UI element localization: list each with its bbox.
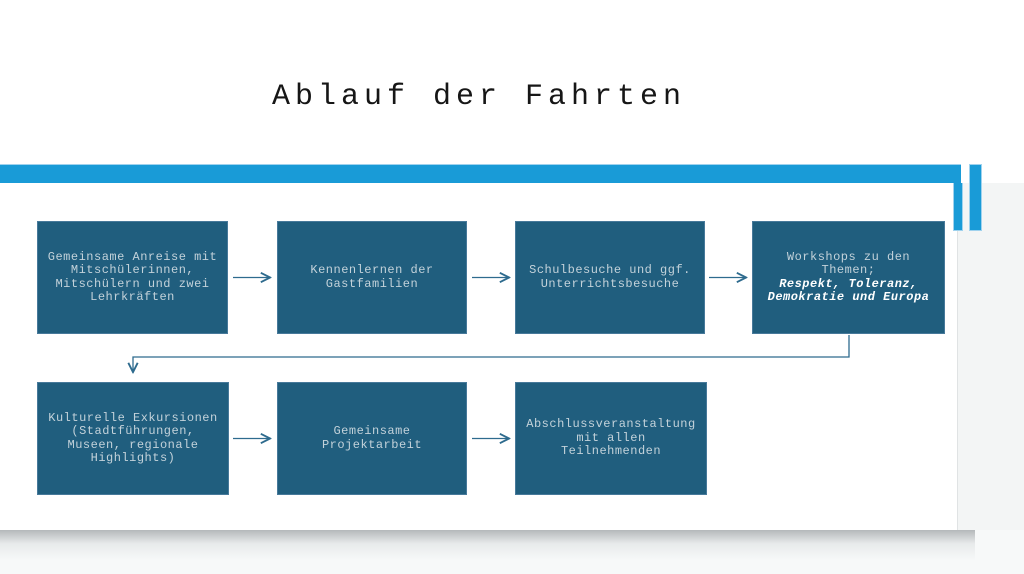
flow-box-anreise: Gemeinsame Anreise mit Mitschülerinnen, … — [37, 221, 228, 334]
page-bottom-shadow — [0, 530, 975, 564]
flow-box-text: Schulbesuche und ggf. Unterrichtsbesuche — [529, 263, 691, 291]
flow-box-text: Workshops zu den Themen; — [786, 249, 911, 277]
flow-box-text: Gemeinsame Anreise mit Mitschülerinnen, … — [47, 249, 218, 304]
flow-box-abschluss: Abschlussveranstaltung mit allen Teilneh… — [515, 382, 707, 495]
flow-box-text: Gemeinsame Projektarbeit — [321, 424, 423, 452]
flow-box-workshops: Workshops zu den Themen; Respekt, Tolera… — [752, 221, 945, 334]
accent-band-corner-drop — [953, 183, 963, 231]
accent-bar-right — [969, 164, 982, 231]
accent-band — [0, 164, 961, 183]
elbow-connector-arrow — [133, 335, 850, 371]
outside-slide-bottom — [0, 530, 1024, 574]
flow-box-exkursionen: Kulturelle Exkursionen (Stadtführungen, … — [37, 382, 229, 495]
flow-box-text: Abschlussveranstaltung mit allen Teilneh… — [526, 417, 696, 459]
flow-box-emphasis: Respekt, Toleranz, Demokratie und Europa — [767, 276, 930, 304]
flow-box-schulbesuche: Schulbesuche und ggf. Unterrichtsbesuche — [515, 221, 705, 334]
flow-box-projektarbeit: Gemeinsame Projektarbeit — [277, 382, 467, 495]
slide-title: Ablauf der Fahrten — [271, 80, 687, 114]
flow-box-text: Kulturelle Exkursionen (Stadtführungen, … — [48, 410, 218, 465]
flow-box-text: Kennenlernen der Gastfamilien — [310, 263, 434, 291]
flow-box-kennenlernen: Kennenlernen der Gastfamilien — [277, 221, 467, 334]
outside-slide-right — [957, 183, 1024, 530]
